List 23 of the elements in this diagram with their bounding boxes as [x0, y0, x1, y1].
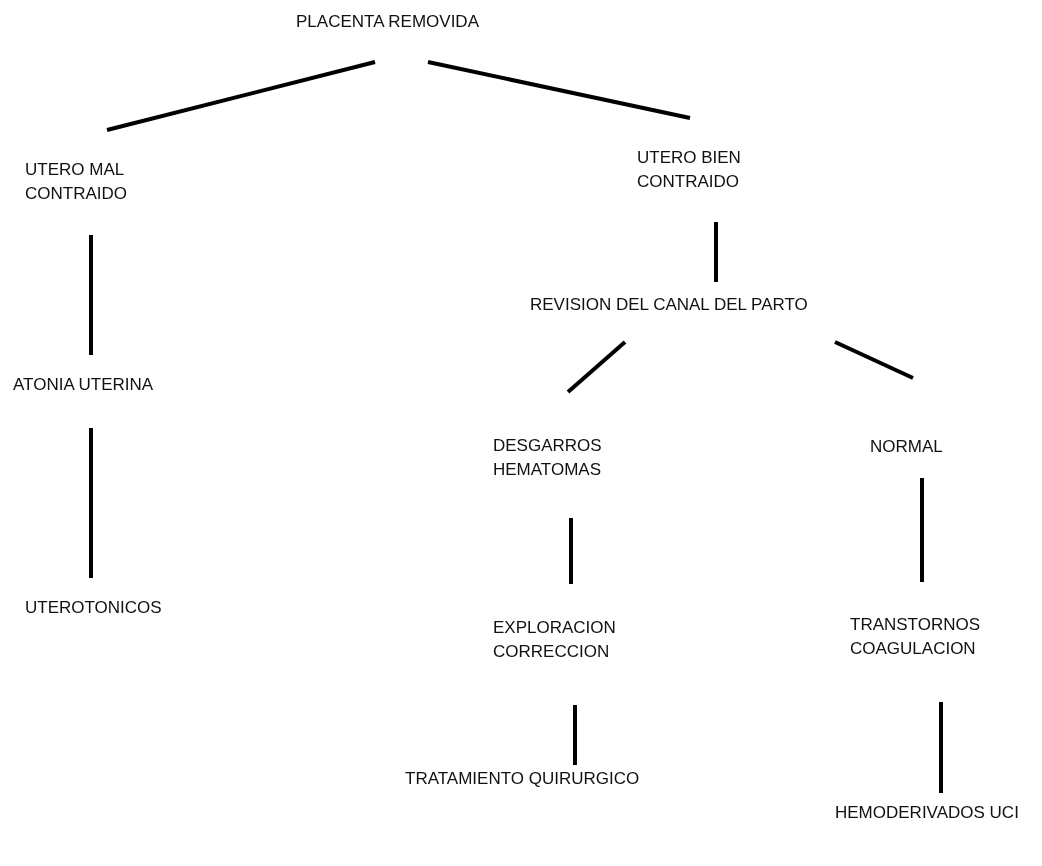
connector-line: [569, 518, 573, 584]
step-label: UTERO MAL CONTRAIDO: [25, 159, 128, 205]
step-label: PLACENTA REMOVIDA: [296, 11, 479, 33]
connector-line: [714, 222, 718, 282]
step-label: TRANSTORNOS COAGULACION: [850, 614, 982, 660]
connector-line: [89, 428, 93, 578]
step-label: NORMAL: [870, 436, 943, 458]
step-label: REVISION DEL CANAL DEL PARTO: [530, 294, 808, 316]
connector-line: [573, 705, 577, 765]
connector-line: [427, 60, 691, 120]
step-label: TRATAMIENTO QUIRURGICO: [405, 768, 640, 790]
connector-line: [920, 478, 924, 582]
step-label: EXPLORACION CORRECCION: [493, 617, 617, 663]
step-label: UTEROTONICOS: [25, 597, 162, 619]
step-label: ATONIA UTERINA: [13, 374, 154, 396]
connector-line: [834, 340, 914, 380]
connector-line: [106, 60, 376, 132]
step-label: DESGARROS HEMATOMAS: [493, 435, 603, 481]
step-label: HEMODERIVADOS UCI: [835, 802, 1019, 824]
connector-line: [89, 235, 93, 355]
connector-line: [939, 702, 943, 793]
connector-line: [566, 340, 627, 394]
step-label: UTERO BIEN CONTRAIDO: [637, 147, 742, 193]
